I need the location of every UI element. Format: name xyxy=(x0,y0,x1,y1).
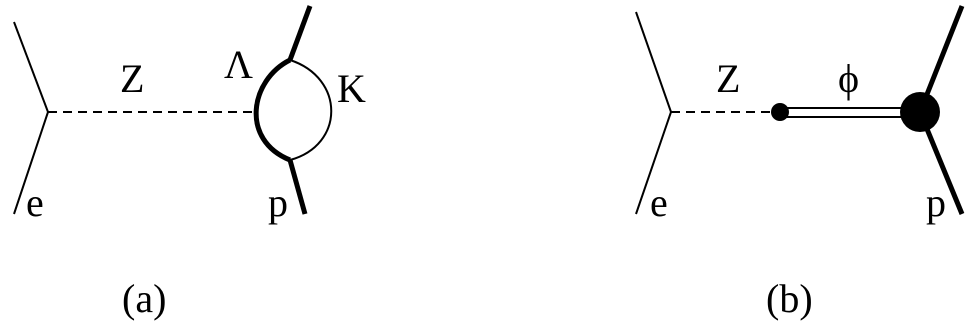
electron-label-b: e xyxy=(650,180,668,225)
proton-incoming-line-a xyxy=(287,159,308,215)
kaon-label: K xyxy=(337,66,366,111)
electron-incoming-line-b xyxy=(635,11,672,113)
z-phi-vertex-dot xyxy=(771,103,789,121)
kaon-loop-arc xyxy=(289,59,333,161)
proton-outgoing-line-a xyxy=(287,5,313,61)
electron-outgoing-line-b xyxy=(635,111,672,215)
z-label-a: Z xyxy=(120,56,144,101)
z-label-b: Z xyxy=(716,56,740,101)
diagram-a: Z e Λ K p (a) xyxy=(13,5,366,321)
phi-label: ϕ xyxy=(838,56,859,101)
electron-incoming-line-a xyxy=(13,21,49,113)
phi-proton-vertex-blob xyxy=(900,92,940,132)
electron-outgoing-line-a xyxy=(13,111,49,215)
proton-label-b: p xyxy=(926,180,946,225)
caption-a: (a) xyxy=(122,276,166,321)
lambda-loop-arc xyxy=(253,57,292,163)
caption-b: (b) xyxy=(766,276,813,321)
electron-label-a: e xyxy=(26,180,44,225)
diagram-b: Z ϕ e p (b) xyxy=(635,5,965,321)
lambda-label: Λ xyxy=(224,42,253,87)
proton-label-a: p xyxy=(268,180,288,225)
